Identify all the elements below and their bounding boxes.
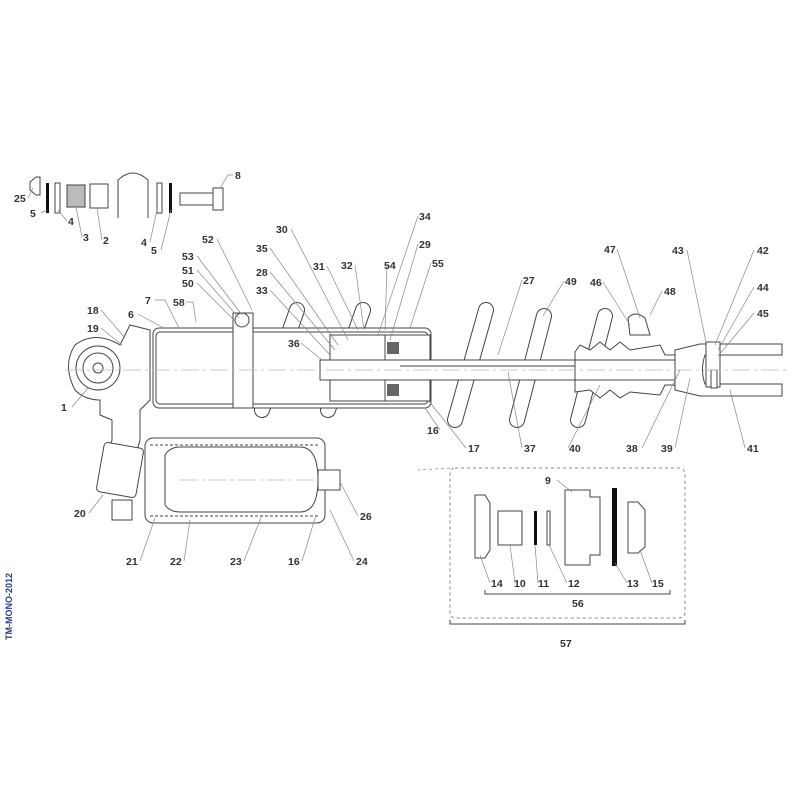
part-label-26: 26 [360,511,372,523]
part-label-6: 6 [128,309,134,321]
part-label-56: 56 [572,598,584,610]
part-label-53: 53 [182,251,194,263]
part-label-23: 23 [230,556,242,568]
part-label-9: 9 [545,475,551,487]
part-label-51: 51 [182,265,194,277]
part-label-22: 22 [170,556,182,568]
part-label-25: 25 [14,193,26,205]
part-label-3: 3 [83,232,89,244]
part-label-19: 19 [87,323,99,335]
part-label-8: 8 [235,170,241,182]
lower-eye-mount [68,324,151,521]
part-label-20: 20 [74,508,86,520]
part-labels: 25 5 4 3 2 4 5 8 52 53 51 50 7 58 6 18 1… [14,170,769,650]
part-label-5: 5 [30,208,36,220]
part-label-34: 34 [419,211,431,223]
part-label-42: 42 [757,245,769,257]
piston-detail-box [417,467,686,625]
part-label-31: 31 [313,261,325,273]
part-label-41: 41 [747,443,759,455]
part-label-36: 36 [288,338,300,350]
part-label-18: 18 [87,305,99,317]
part-label-17: 17 [468,443,480,455]
part-label-2: 2 [103,235,109,247]
part-label-54: 54 [384,260,396,272]
part-label-27: 27 [523,275,535,287]
part-label-33: 33 [256,285,268,297]
part-label-47: 47 [604,244,616,256]
part-label-40: 40 [569,443,581,455]
part-label-48: 48 [664,286,676,298]
part-label-57: 57 [560,638,572,650]
part-label-43: 43 [672,245,684,257]
part-label-1: 1 [61,402,67,414]
gas-reservoir [144,437,341,524]
part-label-49: 49 [565,276,577,288]
part-label-44: 44 [757,282,769,294]
part-label-32: 32 [341,260,353,272]
part-label-37: 37 [524,443,536,455]
drawing-code: TM-MONO-2012 [4,572,14,640]
part-label-28: 28 [256,267,268,279]
part-label-45: 45 [757,308,769,320]
part-label-4: 4 [141,237,147,249]
part-label-5: 5 [151,245,157,257]
part-label-4: 4 [68,216,74,228]
part-label-39: 39 [661,443,673,455]
part-label-58: 58 [173,297,185,309]
part-label-38: 38 [626,443,638,455]
part-label-30: 30 [276,224,288,236]
part-label-7: 7 [145,295,151,307]
exploded-bushing-parts [29,172,224,218]
part-label-55: 55 [432,258,444,270]
part-label-46: 46 [590,277,602,289]
part-label-21: 21 [126,556,138,568]
part-label-50: 50 [182,278,194,290]
part-label-35: 35 [256,243,268,255]
part-label-24: 24 [356,556,368,568]
part-label-29: 29 [419,239,431,251]
part-label-12: 12 [568,578,580,590]
leader-lines [27,174,755,584]
part-label-15: 15 [652,578,664,590]
part-label-16: 16 [288,556,300,568]
part-label-11: 11 [538,578,549,590]
part-label-10: 10 [514,578,526,590]
part-label-13: 13 [627,578,639,590]
part-label-14: 14 [491,578,503,590]
part-label-52: 52 [202,234,214,246]
part-label-16: 16 [427,425,439,437]
